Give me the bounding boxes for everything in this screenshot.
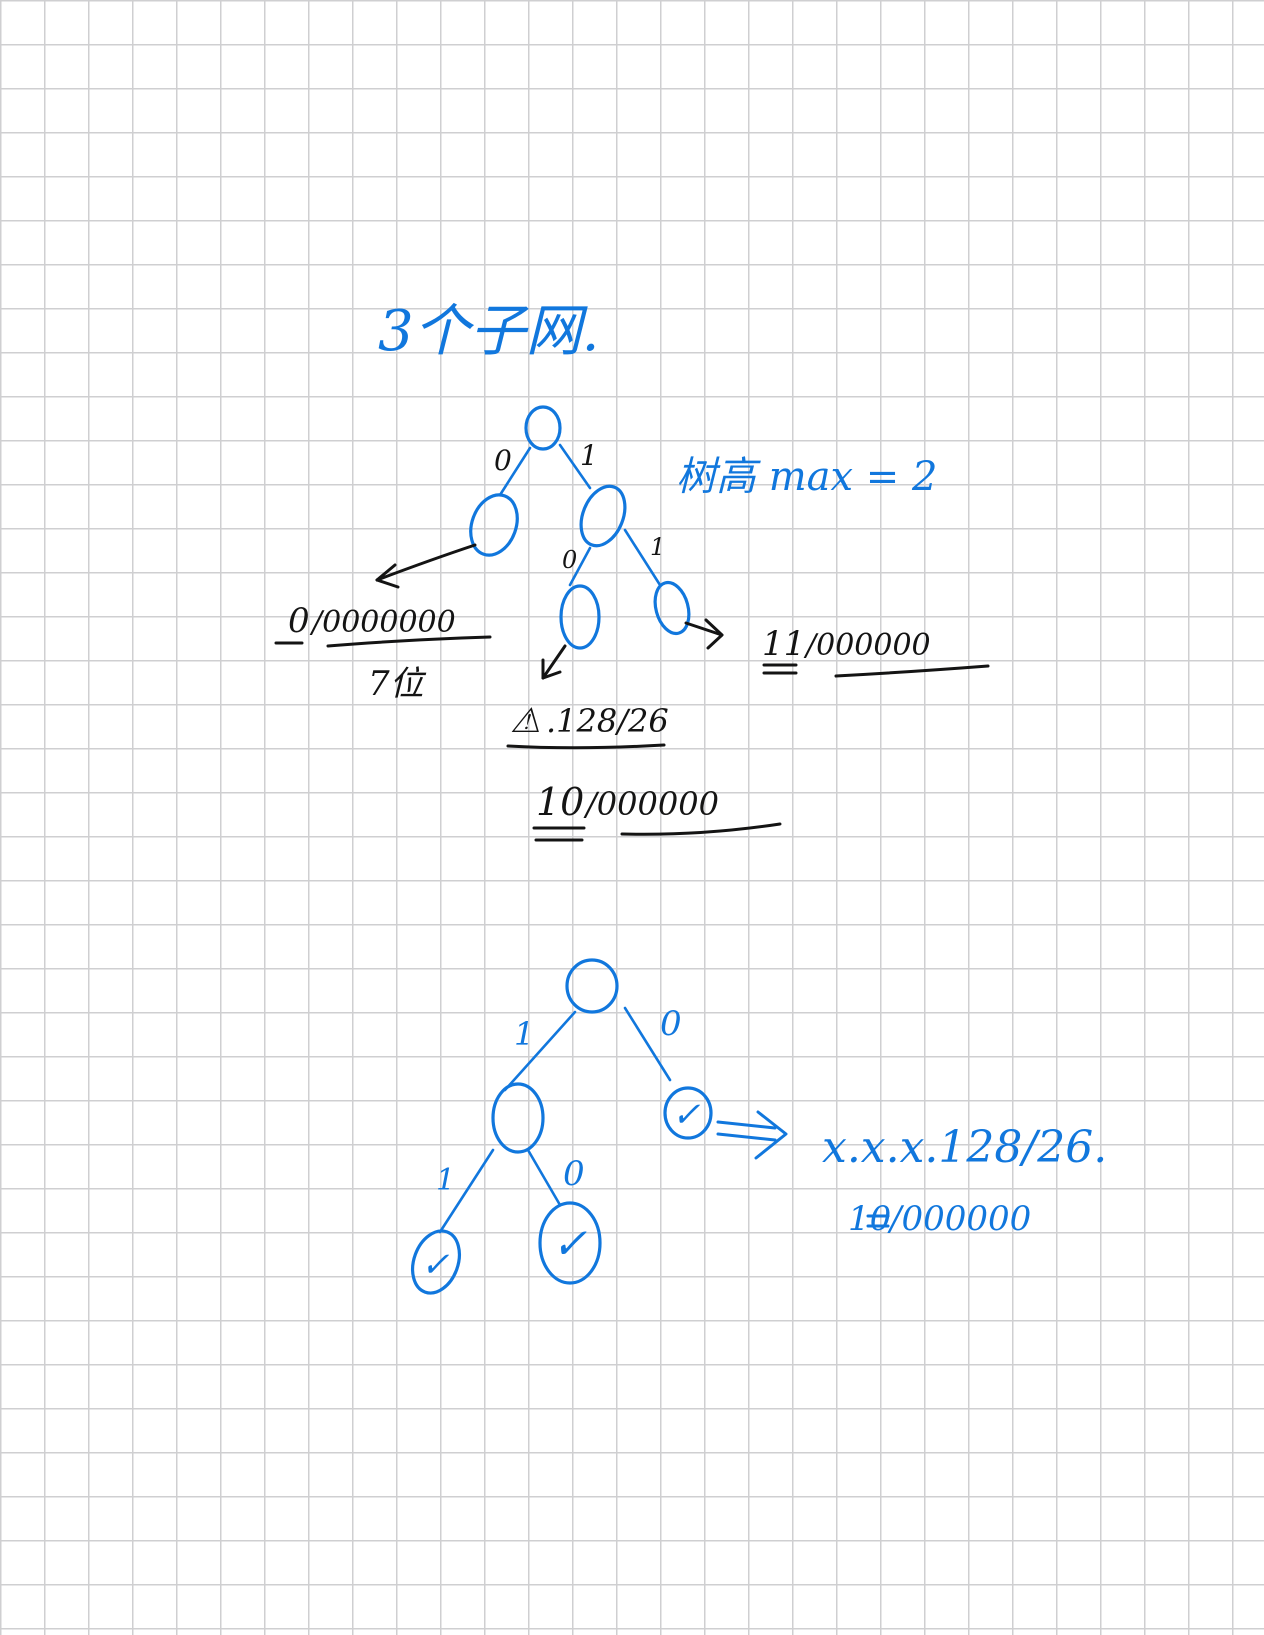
right-left-subnet-host: /000000 — [583, 785, 719, 823]
arrow-right-subnet — [684, 621, 724, 637]
tree2-label-left-left: 1 — [436, 1163, 455, 1198]
tree2-address-note: x.x.x.128/26. — [822, 1122, 1107, 1173]
tree1-right-node — [579, 484, 627, 548]
tree1-left-node — [469, 493, 519, 557]
tree2-edge-root-right — [623, 1006, 672, 1082]
tree2-edge-root-left — [503, 1010, 577, 1092]
tree1-label-right-left: 0 — [562, 546, 577, 574]
tree1-label-right-right: 1 — [650, 533, 665, 561]
tree2-root-node — [565, 958, 619, 1014]
right-right-subnet-prefix: 11 — [762, 624, 805, 664]
left-subnet-bits-note: 7位 — [368, 664, 427, 704]
arrow-left-head — [375, 563, 400, 589]
check-icon: ✓ — [672, 1095, 701, 1135]
arrow-down-head — [541, 658, 562, 680]
check-icon: ✓ — [421, 1245, 450, 1285]
tree2-binary-prefix: 10 — [848, 1199, 891, 1239]
tree2-label-root-left: 1 — [514, 1015, 534, 1053]
tree1-right-left-node — [559, 584, 601, 650]
warning-icon: ⚠ — [510, 701, 540, 741]
right-left-subnet-prefix: 10 — [536, 780, 584, 824]
tree1-root-node — [524, 405, 562, 451]
tree1-edge-right-right — [623, 528, 662, 587]
left-host-underline — [326, 635, 492, 648]
tree2-left-right-node — [538, 1201, 602, 1285]
right-right-prefix-underline — [762, 663, 798, 675]
tree2-binary-host: /000000 — [887, 1199, 1031, 1239]
check-icon: ✓ — [552, 1219, 587, 1268]
double-arrow-head — [754, 1110, 788, 1160]
address-underline — [506, 743, 666, 750]
tree2-edge-left-right — [526, 1148, 562, 1207]
tree-depth-note: 树高 max = 2 — [676, 454, 937, 500]
right-left-subnet-address: .128/26 — [546, 702, 669, 740]
right-left-host-underline — [620, 822, 782, 836]
arrow-down-subnet — [541, 644, 567, 680]
tree1-label-root-right: 1 — [580, 439, 598, 472]
tree1-edge-root-right — [558, 443, 592, 490]
double-arrow-shaft — [716, 1120, 777, 1142]
tree1-edge-right-left — [568, 546, 592, 587]
tree1-right-right-node — [653, 580, 691, 636]
tree2-label-root-right: 0 — [660, 1004, 682, 1044]
tree-2: ✓ ✓ ✓ 1 0 1 0 x.x.x.128/26. 10 /000000 — [411, 958, 1107, 1295]
left-subnet-host: /0000000 — [309, 605, 456, 640]
left-subnet-prefix: 0 — [288, 601, 310, 641]
right-right-subnet-host: /000000 — [803, 628, 931, 663]
tree2-prefix-underline — [866, 1214, 890, 1228]
tree1-label-root-left: 0 — [494, 444, 512, 477]
note-title: 3个子网. — [378, 299, 599, 364]
tree2-edge-left-left — [438, 1148, 495, 1234]
tree2-left-left-node — [411, 1229, 461, 1295]
tree2-right-node — [663, 1086, 713, 1140]
arrow-right-head — [704, 618, 724, 650]
right-right-host-underline — [834, 664, 990, 678]
arrow-left-subnet — [375, 543, 477, 582]
tree2-label-left-right: 0 — [563, 1154, 585, 1194]
tree2-left-node — [491, 1082, 545, 1154]
right-left-prefix-underline — [532, 826, 586, 842]
tree1-edge-root-left — [498, 446, 532, 497]
tree-1: 0 1 0 1 0 /0000000 7位 11 /000000 ⚠ .128/… — [274, 405, 990, 842]
